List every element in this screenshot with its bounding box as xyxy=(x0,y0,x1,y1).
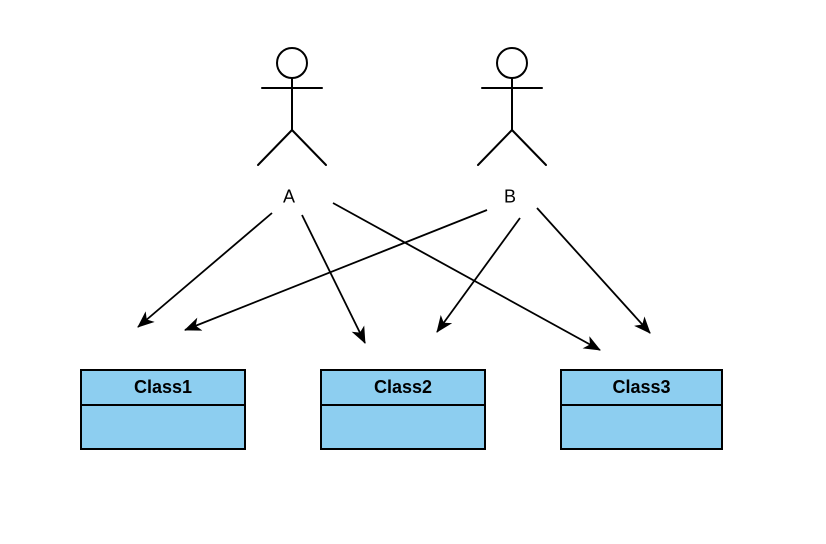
arrow-a-to-class2[interactable] xyxy=(301,214,366,344)
class2-body-compartment xyxy=(322,406,484,448)
actor-figure-a[interactable] xyxy=(257,47,327,166)
actor-label-b: B xyxy=(503,186,517,207)
class-node-class2[interactable]: Class2 xyxy=(320,369,486,450)
class3-name: Class3 xyxy=(562,371,721,406)
actor-head xyxy=(496,47,528,79)
actor-figure-b[interactable] xyxy=(477,47,547,166)
arrow-a-to-class1[interactable] xyxy=(137,212,273,328)
actor-head xyxy=(276,47,308,79)
actor-left-leg xyxy=(477,129,513,166)
arrow-b-to-class3[interactable] xyxy=(536,207,651,334)
actor-left-leg xyxy=(257,129,293,166)
class1-name: Class1 xyxy=(82,371,244,406)
class3-body-compartment xyxy=(562,406,721,448)
actor-label-a: A xyxy=(282,186,296,207)
actor-right-leg xyxy=(511,129,547,166)
class2-name: Class2 xyxy=(322,371,484,406)
arrow-a-to-class3[interactable] xyxy=(332,202,601,351)
arrow-b-to-class2[interactable] xyxy=(436,217,521,333)
class1-body-compartment xyxy=(82,406,244,448)
class-node-class3[interactable]: Class3 xyxy=(560,369,723,450)
actor-right-leg xyxy=(291,129,327,166)
arrow-b-to-class1[interactable] xyxy=(184,209,488,331)
class-node-class1[interactable]: Class1 xyxy=(80,369,246,450)
